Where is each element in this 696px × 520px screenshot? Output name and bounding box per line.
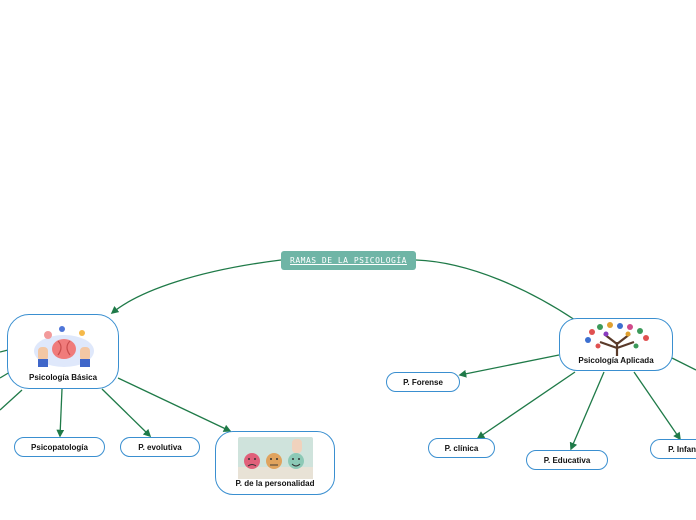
connector-basica-left1: [0, 349, 9, 353]
node-p-clinica[interactable]: P. clínica: [428, 438, 495, 458]
connector-root-aplicada: [415, 259, 576, 321]
psicologia-basica-label: Psicología Básica: [28, 373, 98, 382]
connector-aplicada-clinica: [476, 371, 576, 439]
p-educativa-label: P. Educativa: [543, 455, 591, 465]
node-psicopatologia[interactable]: Psicopatología: [14, 437, 105, 457]
psicologia-aplicada-label: Psicología Aplicada: [578, 356, 654, 365]
node-p-educativa[interactable]: P. Educativa: [526, 450, 608, 470]
node-p-forense[interactable]: P. Forense: [386, 372, 460, 392]
p-personalidad-label: P. de la personalidad: [235, 479, 315, 488]
p-infan-label: P. Infan: [668, 444, 696, 454]
node-p-infan[interactable]: P. Infan: [650, 439, 696, 459]
connector-basica-personalidad: [117, 377, 232, 432]
p-evolutiva-label: P. evolutiva: [138, 442, 182, 452]
connector-aplicada-infan: [633, 371, 681, 441]
brain-hands-illustration: [34, 326, 94, 367]
connector-basica-evolutiva: [101, 388, 152, 438]
node-p-personalidad[interactable]: P. de la personalidad: [215, 431, 335, 495]
faces-illustration: [238, 437, 313, 479]
connector-root-basica: [110, 259, 282, 314]
node-psicologia-basica[interactable]: Psicología Básica: [7, 314, 119, 389]
root-node[interactable]: RAMAS DE LA PSICOLOGÍA: [281, 251, 416, 270]
node-psicologia-aplicada[interactable]: Psicología Aplicada: [559, 318, 673, 371]
connector-basica-psicopatologia: [56, 388, 65, 438]
psicopatologia-label: Psicopatología: [31, 442, 88, 452]
connector-aplicada-forense: [458, 354, 560, 378]
connector-aplicada-educativa: [569, 371, 605, 451]
p-forense-label: P. Forense: [403, 377, 443, 387]
connector-aplicada-right: [671, 357, 696, 371]
p-clinica-label: P. clínica: [444, 443, 479, 453]
node-p-evolutiva[interactable]: P. evolutiva: [120, 437, 200, 457]
tree-illustration: [585, 322, 649, 356]
connector-basica-left3: [0, 389, 23, 411]
root-label: RAMAS DE LA PSICOLOGÍA: [290, 256, 407, 265]
